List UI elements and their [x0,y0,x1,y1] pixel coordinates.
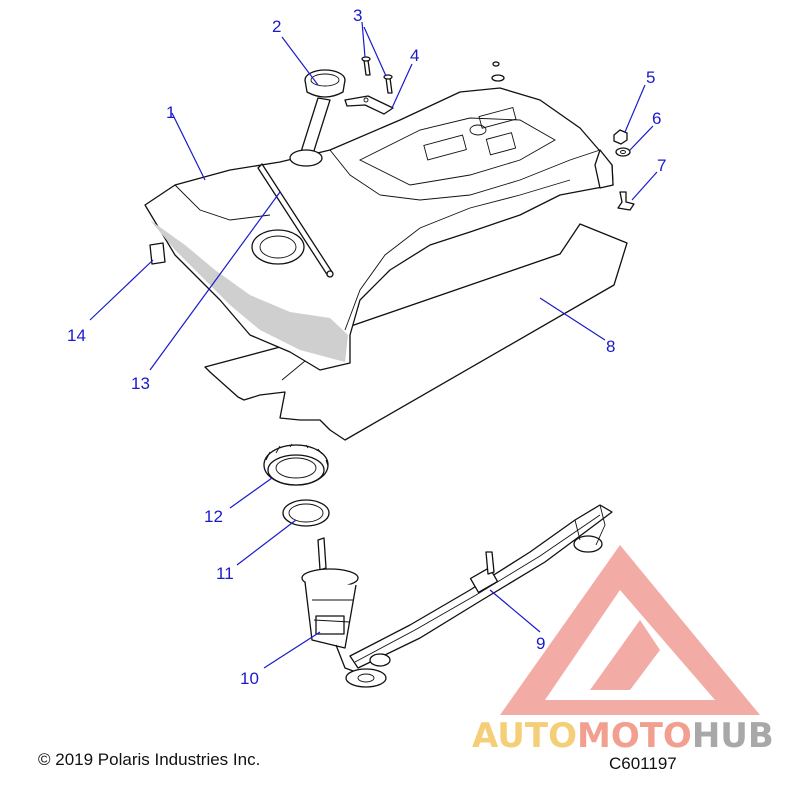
fuel-tank [144,87,614,371]
bracket [344,95,394,115]
nut [613,129,628,145]
watermark-text-moto: MOTO [576,716,692,756]
callout-6: 6 [652,109,661,128]
callout-5: 5 [646,68,655,87]
fuel-pump-opening [251,229,305,265]
washer [615,147,631,157]
watermark-text-hub: HUB [691,716,774,756]
pin [617,191,635,211]
callout-1: 1 [166,103,175,122]
label-tag [149,242,166,265]
callout-labels: 1 2 3 4 5 6 7 8 9 10 11 12 13 14 [67,6,666,688]
fuel-pump [301,537,387,688]
callout-13: 13 [131,374,150,393]
callout-4: 4 [410,46,419,65]
callout-11: 11 [216,564,234,583]
vent-tube [257,163,334,278]
callout-14: 14 [67,326,86,345]
tank-top-panel [358,106,556,186]
callout-7: 7 [657,156,666,175]
callout-12: 12 [204,507,223,526]
watermark-text: AUTOMOTOHUB [472,716,774,756]
watermark-text-auto: AUTO [472,716,577,756]
callout-8: 8 [606,337,615,356]
tank-fasteners [491,61,505,82]
filler-neck-and-cap [289,69,346,167]
drawing-number: C601197 [609,754,677,773]
lock-ring [263,443,329,486]
callout-10: 10 [240,669,259,688]
fuel-line-assembly [349,504,613,669]
callout-2: 2 [272,17,281,36]
watermark-logo [500,545,760,715]
callout-9: 9 [536,634,545,653]
seal-ring [282,499,330,527]
callout-3: 3 [353,6,362,25]
leader-lines [89,21,658,669]
copyright-notice: © 2019 Polaris Industries Inc. [38,750,261,769]
screws [361,56,393,94]
